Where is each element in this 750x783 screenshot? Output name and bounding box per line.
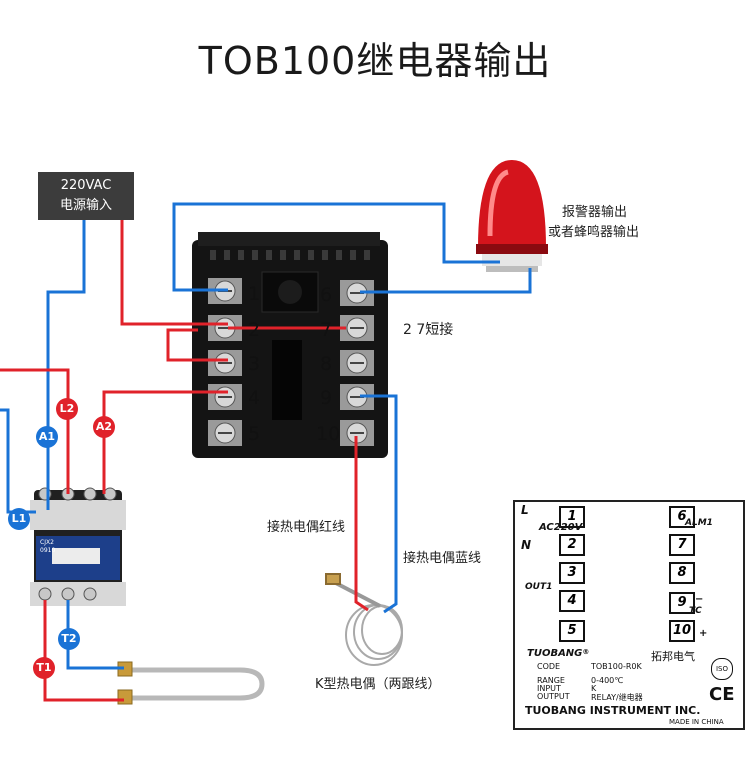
wire-heater-t2 — [66, 600, 124, 670]
screws-right — [340, 280, 374, 446]
tc-blue-label: 接热电偶蓝线 — [403, 551, 482, 566]
wire-t1 — [172, 202, 500, 292]
alarm-label-1: 报警器输出 — [562, 205, 628, 220]
card-brand-reg: ® — [582, 648, 590, 656]
wire-jumper-23 — [166, 328, 228, 362]
terminal-number: 1 — [248, 283, 261, 305]
terminal-number: 3 — [248, 353, 261, 375]
terminal-number: 10 — [316, 423, 341, 445]
wire-t9-blue — [360, 394, 398, 614]
page-title: TOB100继电器输出 — [198, 39, 552, 83]
alarm-light — [476, 160, 548, 272]
alarm-label-2: 或者蜂鸣器输出 — [548, 225, 640, 240]
terminal-number: 7 — [320, 319, 333, 341]
card-box: 9 — [669, 592, 695, 614]
contactor-mark: CJX2 — [40, 539, 54, 546]
short-label: 2 7短接 — [403, 322, 454, 338]
card-code-value: TOB100-R0K — [591, 662, 642, 671]
wire-t10-red — [354, 436, 369, 612]
wire-l1 — [0, 408, 36, 514]
badge-a1: A1 — [36, 426, 58, 448]
wire-power-red — [120, 220, 228, 326]
card-iso-seal: ISO — [711, 658, 733, 680]
wiring-label-card: L N AC220V OUT1 ALM1 TC − + 1 2 3 4 5 6 … — [513, 500, 745, 730]
card-box: 2 — [559, 534, 585, 556]
card-cn-brand: 拓邦电气 — [651, 650, 695, 663]
power-label-input: 电源输入 — [59, 198, 112, 213]
wire-l2 — [0, 368, 70, 494]
card-box: 8 — [669, 562, 695, 584]
card-n: N — [521, 538, 532, 552]
tc-red-label: 接热电偶红线 — [267, 520, 346, 535]
card-box: 1 — [559, 506, 585, 528]
card-box: 4 — [559, 590, 585, 612]
card-input-key: INPUT — [537, 684, 561, 693]
badge-l1: L1 — [8, 508, 30, 530]
card-input-value: K — [591, 684, 597, 693]
terminal-number: 9 — [320, 387, 333, 409]
heating-element — [117, 661, 265, 705]
card-box: 7 — [669, 534, 695, 556]
wire-heater-t1 — [43, 600, 124, 702]
power-label-voltage: 220VAC — [60, 178, 112, 193]
terminal-number: 2 — [248, 319, 261, 341]
screws-left — [208, 278, 242, 446]
card-plus: + — [699, 628, 708, 639]
card-range-key: RANGE — [537, 676, 565, 685]
tc-caption: K型热电偶（两跟线） — [315, 677, 441, 692]
card-code-key: CODE — [537, 662, 561, 671]
power-input-box: 220VAC 电源输入 — [38, 172, 134, 220]
card-brand: TUOBANG® — [527, 648, 589, 659]
badge-t1: T1 — [33, 657, 55, 679]
badge-t2: T2 — [58, 628, 80, 650]
card-box: 10 — [669, 620, 695, 642]
card-made: MADE IN CHINA — [669, 718, 724, 726]
card-company: TUOBANG INSTRUMENT INC. — [525, 704, 701, 717]
terminal-number: 4 — [248, 387, 261, 409]
badge-a2: A2 — [93, 416, 115, 438]
card-output-key: OUTPUT — [537, 692, 570, 701]
card-l: L — [521, 503, 529, 517]
contactor — [30, 487, 126, 606]
wire-power-blue — [46, 220, 86, 510]
card-box: 5 — [559, 620, 585, 642]
card-out1: OUT1 — [525, 582, 553, 592]
badge-l2: L2 — [56, 398, 78, 420]
card-tc: TC — [689, 606, 702, 616]
terminal-number: 6 — [320, 284, 333, 306]
thermocouple-coil — [325, 573, 403, 666]
card-box: 3 — [559, 562, 585, 584]
card-output-value: RELAY/继电器 — [591, 693, 643, 702]
card-brand-text: TUOBANG — [527, 648, 583, 659]
terminal-number: 5 — [248, 423, 261, 445]
card-box: 6 — [669, 506, 695, 528]
wire-t4 — [102, 390, 228, 494]
wire-alarm-6 — [360, 268, 532, 294]
contactor-mark: 0910 — [40, 547, 56, 554]
terminal-number: 8 — [320, 353, 333, 375]
card-ce-mark: CE — [709, 684, 735, 705]
card-minus: − — [695, 594, 704, 605]
card-range-value: 0-400℃ — [591, 676, 624, 685]
card-alm1: ALM1 — [685, 518, 713, 528]
